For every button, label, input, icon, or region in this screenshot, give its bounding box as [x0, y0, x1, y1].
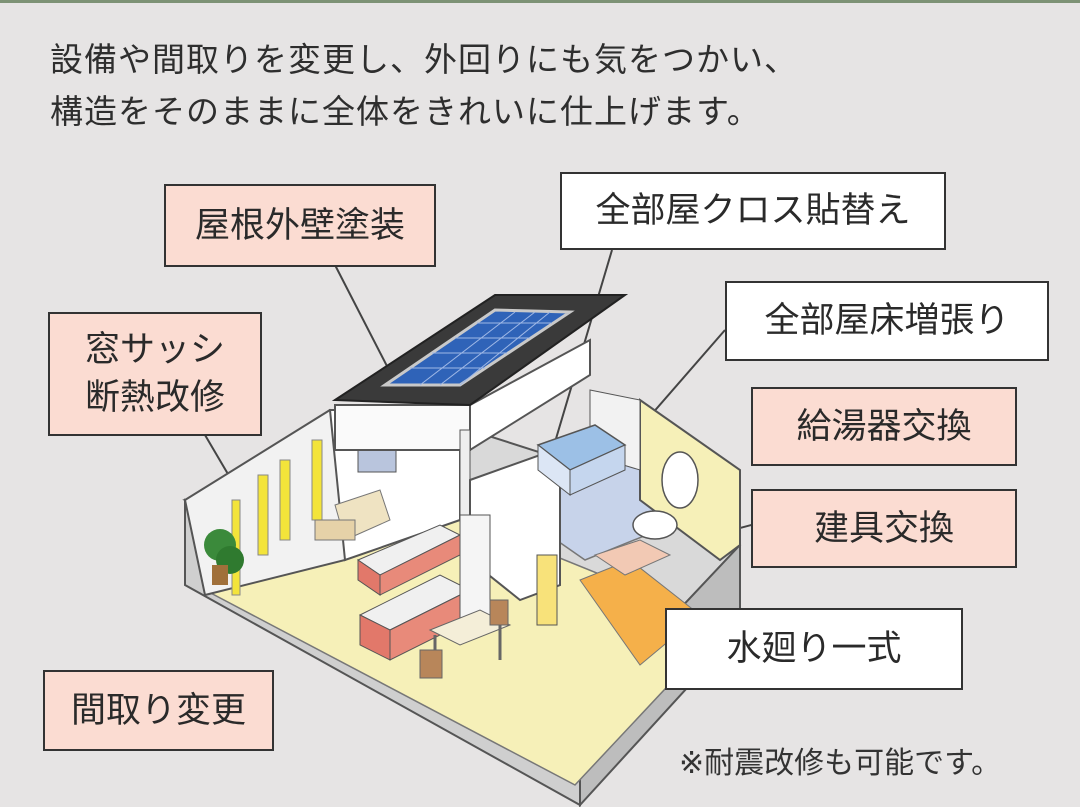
label-fittings-text: 建具交換: [813, 508, 954, 549]
door: [536, 554, 558, 626]
label-window-insulation: 窓サッシ 断熱改修: [48, 312, 262, 436]
label-water-heater: 給湯器交換: [751, 387, 1017, 466]
label-all-room-floor: 全部屋床増張り: [725, 281, 1049, 361]
seismic-note: ※耐震改修も可能です。: [679, 746, 1002, 781]
toilet: [632, 451, 699, 540]
label-roof-wall-paint: 屋根外壁塗装: [164, 184, 436, 267]
label-water-heater-text: 給湯器交換: [796, 406, 972, 447]
plant: [204, 529, 244, 585]
intro-text: 設備や間取りを変更し、外回りにも気をつかい、 構造をそのままに全体をきれいに仕上…: [50, 34, 798, 138]
label-layout-change: 間取り変更: [43, 670, 274, 751]
intro-line-1: 設備や間取りを変更し、外回りにも気をつかい、: [50, 40, 798, 79]
label-roof-wall-paint-text: 屋根外壁塗装: [194, 205, 405, 246]
sofa: [314, 489, 391, 541]
label-plumbing: 水廻り一式: [665, 608, 963, 690]
mat: [593, 539, 672, 576]
label-all-room-cloth-text: 全部屋クロス貼替え: [595, 191, 911, 231]
label-layout-change-text: 間取り変更: [70, 690, 246, 731]
label-fittings: 建具交換: [751, 489, 1017, 568]
top-accent-line: [0, 0, 1080, 3]
label-insulation-text: 断熱改修: [84, 378, 225, 418]
label-all-room-cloth: 全部屋クロス貼替え: [560, 172, 946, 250]
intro-line-2: 構造をそのままに全体をきれいに仕上げます。: [50, 92, 761, 131]
solar-grid: [410, 311, 552, 386]
solar-panel: [380, 308, 575, 387]
kitchen: [356, 514, 491, 661]
label-plumbing-text: 水廻り一式: [726, 629, 902, 669]
label-all-room-floor-text: 全部屋床増張り: [764, 301, 1010, 341]
upper-wall: [334, 404, 471, 451]
bathtub: [536, 424, 627, 497]
dining-set: [419, 599, 512, 679]
label-window-sash-text: 窓サッシ: [84, 330, 225, 370]
connector-roof: [334, 264, 391, 373]
